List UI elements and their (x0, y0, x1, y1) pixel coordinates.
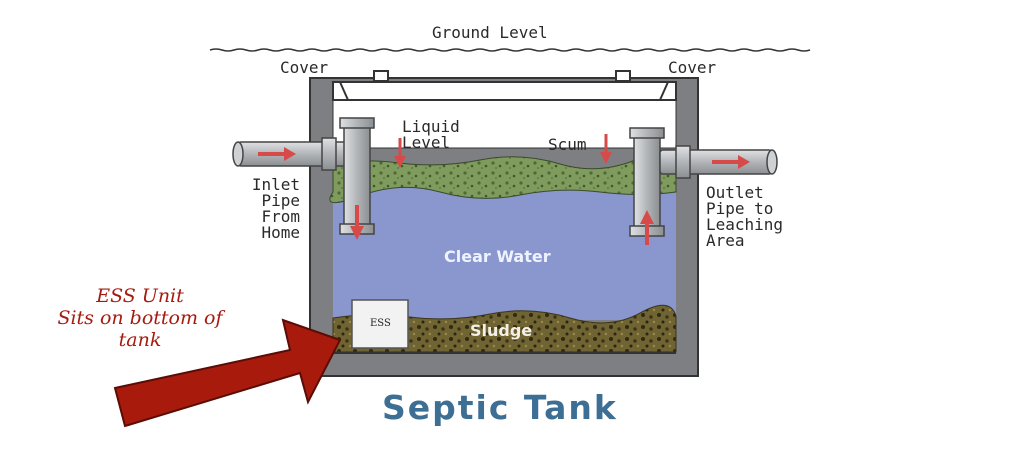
ess-unit-box (351, 299, 409, 349)
flow-arrow-outlet-up (640, 210, 654, 245)
liquid-level-line-1: Liquid (402, 117, 460, 136)
ess-note-line-1: ESS Unit (96, 285, 184, 307)
inlet-pipe-label: Inlet Pipe From Home (238, 177, 300, 241)
inlet-pipe-line-1: Inlet (251, 175, 300, 194)
flow-arrow-outlet (712, 155, 750, 169)
outlet-pipe-line-2: Pipe to (706, 199, 774, 218)
ess-box-label: ESS (370, 318, 391, 329)
clear-water-layer (333, 185, 676, 320)
tank-floor (333, 352, 676, 354)
liquid-level-label: Liquid Level (402, 119, 460, 151)
ess-callout-arrow (113, 318, 342, 428)
outlet-tee-top-cap (629, 127, 665, 139)
flow-arrow-inlet (258, 147, 296, 161)
cover-slab (332, 81, 677, 101)
clear-water-label: Clear Water (444, 247, 551, 266)
outlet-pipe-opening (766, 149, 778, 175)
outlet-pipe-coupler (675, 145, 691, 179)
inlet-pipe-line-2: Pipe (261, 191, 300, 210)
outlet-pipe-line-3: Leaching (706, 215, 784, 234)
outlet-pipe-line-1: Outlet (706, 183, 764, 202)
diagram-title: Septic Tank (382, 388, 618, 427)
liquid-level-line-2: Level (402, 133, 451, 152)
ground-level-label: Ground Level (432, 23, 548, 42)
cover-handle-right (615, 70, 631, 82)
cover-handle-left (373, 70, 389, 82)
cover-lip-left (339, 81, 349, 101)
inlet-pipe-coupler (321, 137, 337, 171)
ess-note-label: ESS Unit Sits on bottom of tank (40, 285, 240, 351)
ess-note-line-3: tank (118, 329, 162, 351)
sludge-label: Sludge (470, 321, 533, 340)
inlet-tee-top-cap (339, 117, 375, 129)
scum-arrow (600, 134, 612, 164)
ess-note-line-2: Sits on bottom of (57, 307, 223, 329)
scum-label: Scum (548, 135, 587, 154)
cover-lip-right (659, 81, 669, 101)
inlet-pipe-line-3: From (261, 207, 300, 226)
scum-layer (329, 149, 677, 203)
flow-arrows (258, 134, 750, 245)
cover-left-label: Cover (280, 58, 329, 77)
inlet-pipe-opening (232, 141, 244, 167)
ground-line (209, 48, 811, 52)
liquid-level-arrow (394, 138, 406, 168)
inlet-pipe-line-4: Home (261, 223, 300, 242)
tank-air-space (332, 99, 677, 149)
cover-right-label: Cover (668, 58, 717, 77)
outlet-pipe-line-4: Area (706, 231, 745, 250)
outlet-pipe-label: Outlet Pipe to Leaching Area (706, 185, 783, 249)
flow-arrow-inlet-down (350, 205, 364, 240)
